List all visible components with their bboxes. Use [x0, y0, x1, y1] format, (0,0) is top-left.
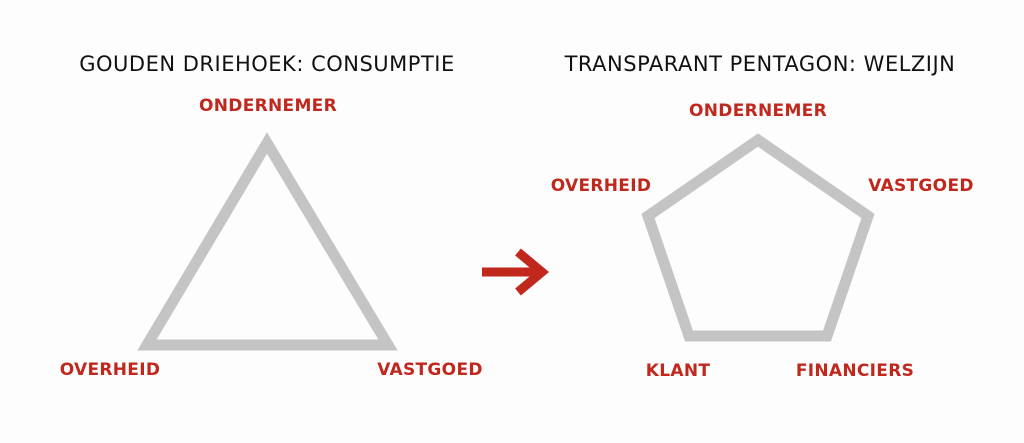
left-diagram-title: GOUDEN DRIEHOEK: CONSUMPTIE — [79, 52, 455, 76]
triangle-node-ondernemer: ONDERNEMER — [199, 96, 337, 116]
pentagon-node-klant: KLANT — [645, 361, 711, 381]
pentagon-shape — [641, 133, 875, 342]
pentagon-node-vastgoed: VASTGOED — [868, 176, 974, 196]
right-arrow-icon — [482, 248, 550, 296]
right-diagram-title: TRANSPARANT PENTAGON: WELZIJN — [564, 52, 956, 76]
triangle-node-vastgoed: VASTGOED — [377, 360, 483, 380]
pentagon-node-overheid: OVERHEID — [550, 176, 652, 196]
pentagon-node-financiers: FINANCIERS — [795, 361, 915, 381]
triangle-shape — [137, 132, 398, 351]
pentagon-node-ondernemer: ONDERNEMER — [689, 101, 827, 121]
triangle-node-overheid: OVERHEID — [59, 360, 161, 380]
